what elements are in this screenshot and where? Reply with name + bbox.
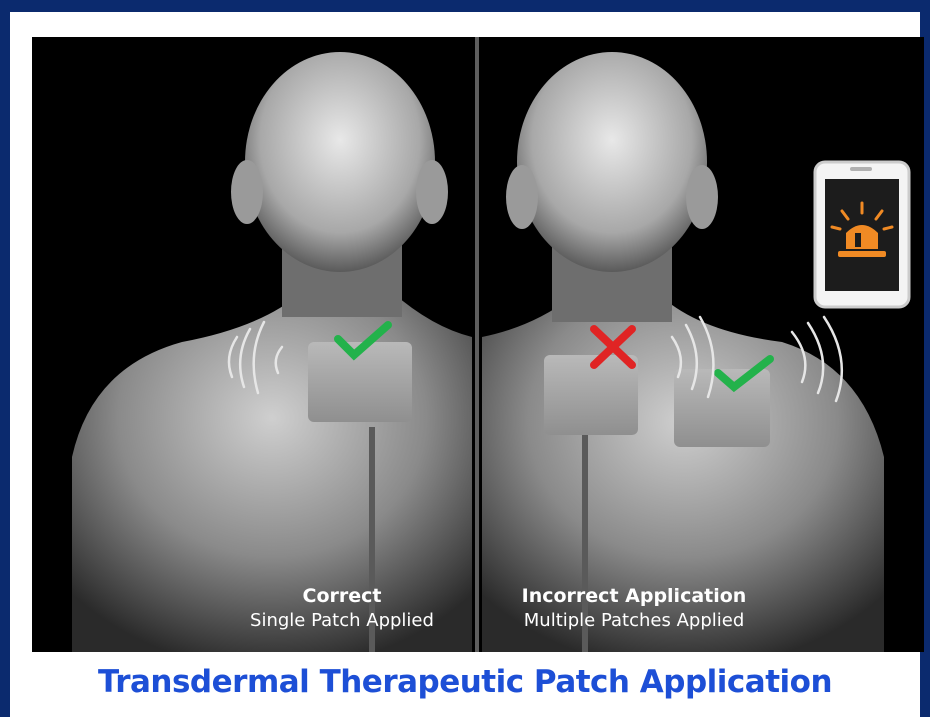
- left-caption-heading: Correct: [212, 585, 472, 607]
- right-person-figure: [482, 52, 884, 652]
- comparison-photo: Correct Single Patch Applied Incorrect A…: [32, 37, 924, 652]
- right-caption: Incorrect Application Multiple Patches A…: [484, 585, 784, 631]
- panel-divider: [475, 37, 479, 652]
- phone-alarm-icon: [815, 162, 909, 307]
- left-caption: Correct Single Patch Applied: [212, 585, 472, 631]
- right-caption-heading: Incorrect Application: [484, 585, 784, 607]
- figure-title: Transdermal Therapeutic Patch Applicatio…: [0, 664, 930, 700]
- left-caption-subheading: Single Patch Applied: [212, 610, 472, 631]
- right-caption-subheading: Multiple Patches Applied: [484, 610, 784, 631]
